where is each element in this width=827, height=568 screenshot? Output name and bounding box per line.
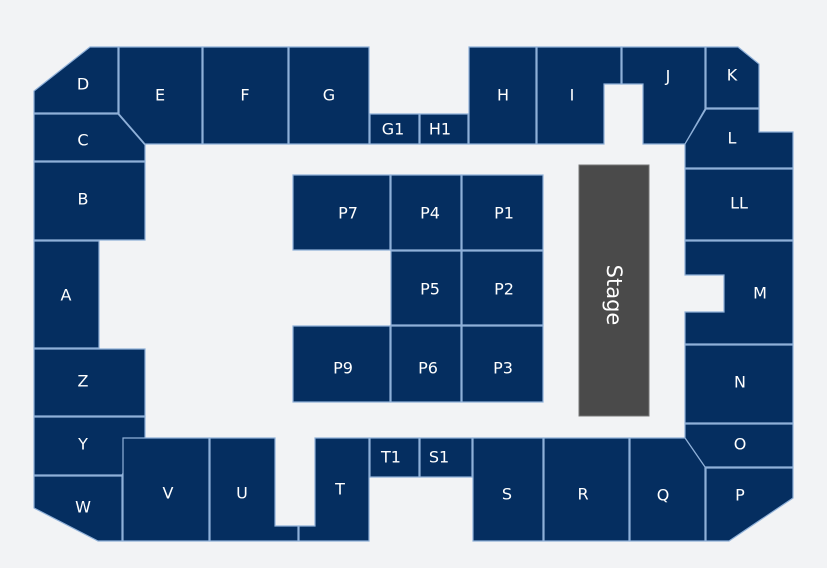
section-shape[interactable] — [209, 437, 299, 542]
section-shape[interactable] — [684, 108, 794, 169]
stage: Stage — [578, 164, 650, 417]
section-shape[interactable] — [684, 423, 794, 468]
section-p5[interactable]: P5 — [390, 250, 462, 326]
section-p2[interactable]: P2 — [461, 250, 544, 326]
section-g[interactable]: G — [288, 46, 370, 145]
section-shape[interactable] — [118, 46, 203, 145]
section-shape[interactable] — [468, 46, 537, 145]
section-shape[interactable] — [390, 250, 462, 326]
section-v[interactable]: V — [122, 437, 210, 542]
section-d[interactable]: D — [33, 46, 119, 114]
section-n[interactable]: N — [684, 344, 794, 424]
section-shape[interactable] — [298, 437, 370, 542]
section-p9[interactable]: P9 — [292, 325, 391, 403]
stage-label: Stage — [602, 265, 626, 326]
section-f[interactable]: F — [202, 46, 289, 145]
section-p[interactable]: P — [705, 467, 794, 542]
section-r[interactable]: R — [543, 437, 630, 542]
section-h1[interactable]: H1 — [419, 113, 469, 145]
section-shape[interactable] — [292, 325, 391, 403]
section-a[interactable]: A — [33, 240, 100, 349]
section-shape[interactable] — [33, 475, 123, 542]
section-shape[interactable] — [705, 467, 794, 542]
section-shape[interactable] — [629, 437, 706, 542]
section-shape[interactable] — [684, 168, 794, 241]
section-shape[interactable] — [390, 325, 462, 403]
section-k[interactable]: K — [705, 46, 760, 109]
section-shape[interactable] — [369, 113, 420, 145]
section-shape[interactable] — [419, 437, 473, 478]
section-shape[interactable] — [461, 325, 544, 403]
section-p6[interactable]: P6 — [390, 325, 462, 403]
section-shape[interactable] — [202, 46, 289, 145]
section-shape[interactable] — [33, 46, 119, 114]
section-p1[interactable]: P1 — [461, 174, 544, 251]
section-shape[interactable] — [621, 46, 706, 145]
section-ll[interactable]: LL — [684, 168, 794, 241]
section-shape[interactable] — [461, 250, 544, 326]
section-u[interactable]: U — [209, 437, 299, 542]
section-shape[interactable] — [419, 113, 469, 145]
section-shape[interactable] — [705, 46, 760, 109]
section-t[interactable]: T — [298, 437, 370, 542]
section-shape[interactable] — [461, 174, 544, 251]
section-shape[interactable] — [33, 161, 146, 241]
section-z[interactable]: Z — [33, 348, 146, 417]
section-shape[interactable] — [292, 174, 391, 251]
section-shape[interactable] — [33, 240, 100, 349]
section-shape[interactable] — [472, 437, 544, 542]
section-shape[interactable] — [390, 174, 462, 251]
section-m[interactable]: M — [684, 240, 794, 345]
section-p7[interactable]: P7 — [292, 174, 391, 251]
section-p4[interactable]: P4 — [390, 174, 462, 251]
section-w[interactable]: W — [33, 475, 123, 542]
section-g1[interactable]: G1 — [369, 113, 420, 145]
section-s[interactable]: S — [472, 437, 544, 542]
section-q[interactable]: Q — [629, 437, 706, 542]
section-h[interactable]: H — [468, 46, 537, 145]
section-j[interactable]: J — [621, 46, 706, 145]
section-shape[interactable] — [536, 46, 622, 145]
section-shape[interactable] — [33, 348, 146, 417]
stage-block — [578, 164, 650, 417]
section-shape[interactable] — [122, 437, 210, 542]
section-shape[interactable] — [33, 113, 146, 162]
section-shape[interactable] — [288, 46, 370, 145]
section-t1[interactable]: T1 — [369, 437, 420, 478]
section-s1[interactable]: S1 — [419, 437, 473, 478]
section-p3[interactable]: P3 — [461, 325, 544, 403]
section-shape[interactable] — [369, 437, 420, 478]
section-shape[interactable] — [684, 344, 794, 424]
section-b[interactable]: B — [33, 161, 146, 241]
section-shape[interactable] — [543, 437, 630, 542]
section-i[interactable]: I — [536, 46, 622, 145]
section-l[interactable]: L — [684, 108, 794, 169]
section-shape[interactable] — [684, 240, 794, 345]
